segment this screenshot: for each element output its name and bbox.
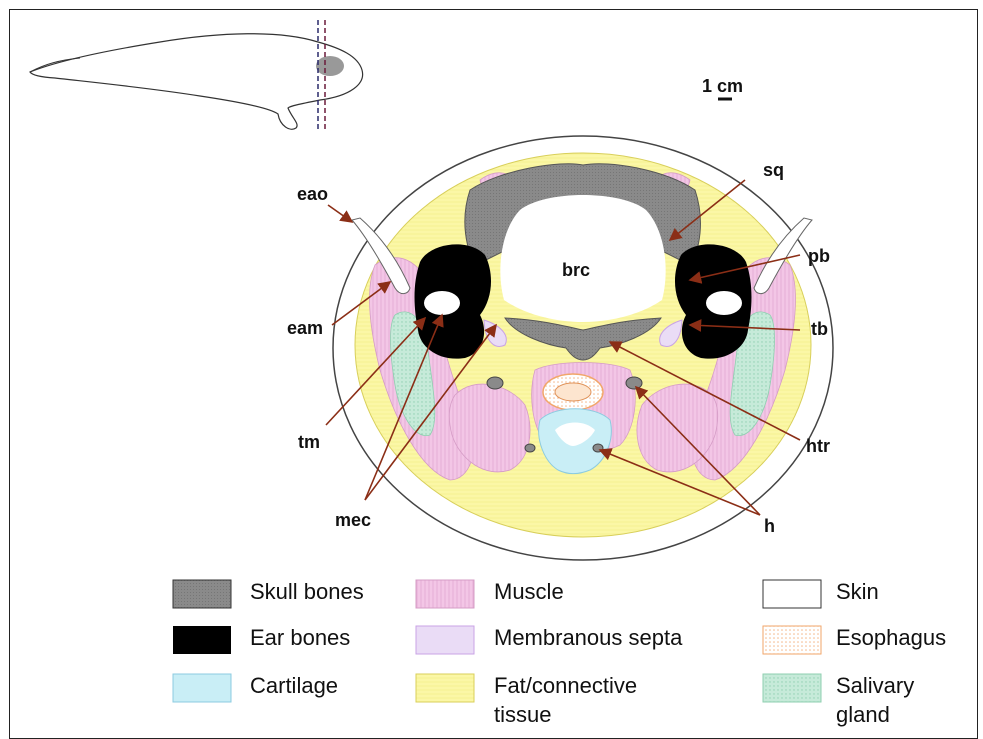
label-brc: brc bbox=[562, 260, 590, 280]
legend-swatch-ear bbox=[173, 626, 231, 654]
scale-bar: 1 cm bbox=[702, 76, 743, 99]
cross-section bbox=[333, 136, 833, 560]
manatee-silhouette bbox=[30, 20, 363, 130]
legend-label-esophagus: Esophagus bbox=[836, 625, 946, 650]
legend-label-ear: Ear bones bbox=[250, 625, 350, 650]
label-pb: pb bbox=[808, 246, 830, 266]
label-htr: htr bbox=[806, 436, 830, 456]
label-tm: tm bbox=[298, 432, 320, 452]
label-mec: mec bbox=[335, 510, 371, 530]
legend-label-septa: Membranous septa bbox=[494, 625, 683, 650]
legend-label-skull: Skull bones bbox=[250, 579, 364, 604]
legend-swatch-skull bbox=[173, 580, 231, 608]
legend-swatch-salivary bbox=[763, 674, 821, 702]
legend-swatch-fat bbox=[416, 674, 474, 702]
label-eao: eao bbox=[297, 184, 328, 204]
middle-ear-cavity-right bbox=[706, 291, 742, 315]
legend-label-fat: Fat/connective bbox=[494, 673, 637, 698]
legend-swatch-esophagus bbox=[763, 626, 821, 654]
legend-label-fat-2: tissue bbox=[494, 702, 551, 727]
braincase bbox=[500, 195, 665, 322]
legend-swatch-cartilage bbox=[173, 674, 231, 702]
scale-bar-label: 1 cm bbox=[702, 76, 743, 96]
legend-label-salivary: Salivary bbox=[836, 673, 914, 698]
legend-swatch-skin bbox=[763, 580, 821, 608]
legend-swatch-muscle bbox=[416, 580, 474, 608]
legend-label-muscle: Muscle bbox=[494, 579, 564, 604]
middle-ear-cavity-left bbox=[424, 291, 460, 315]
legend-label-salivary-2: gland bbox=[836, 702, 890, 727]
label-sq: sq bbox=[763, 160, 784, 180]
legend-label-skin: Skin bbox=[836, 579, 879, 604]
legend-swatch-septa bbox=[416, 626, 474, 654]
label-h: h bbox=[764, 516, 775, 536]
legend-label-cartilage: Cartilage bbox=[250, 673, 338, 698]
label-eam: eam bbox=[287, 318, 323, 338]
legend: Skull bones Muscle Skin Ear bones Membra… bbox=[173, 579, 946, 727]
label-tb: tb bbox=[811, 319, 828, 339]
